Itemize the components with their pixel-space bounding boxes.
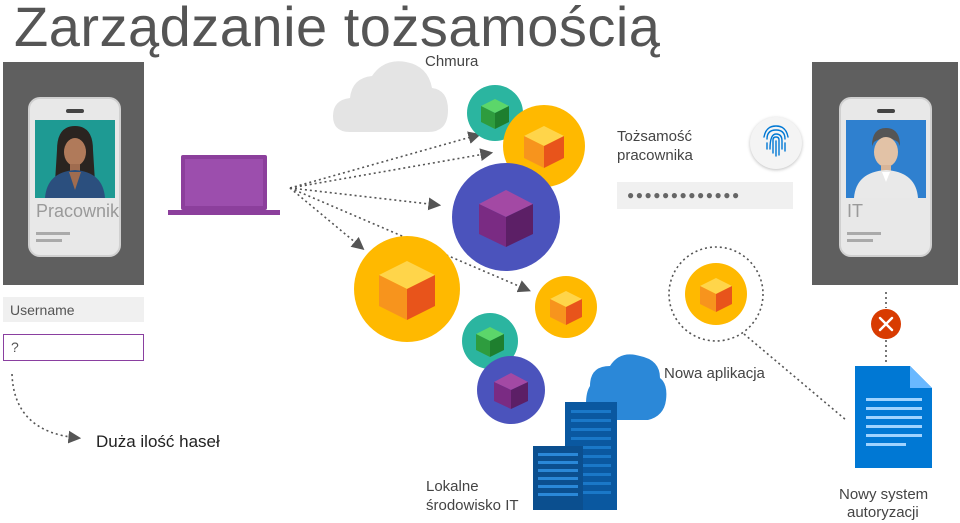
cloud-icon bbox=[333, 61, 448, 132]
it-avatar bbox=[846, 120, 926, 198]
phone-text-line bbox=[847, 239, 873, 242]
document-icon bbox=[855, 366, 932, 468]
cloud-label: Chmura bbox=[425, 53, 479, 70]
phone-speaker bbox=[65, 109, 84, 113]
auth-system-line2: autoryzacji bbox=[847, 504, 919, 521]
many-passwords-label: Duża ilość haseł bbox=[96, 432, 220, 451]
password-field[interactable]: ? bbox=[3, 334, 144, 361]
fingerprint-icon bbox=[763, 125, 789, 157]
reject-icon bbox=[871, 309, 901, 339]
fingerprint-button[interactable] bbox=[750, 117, 802, 169]
identity-password-field[interactable]: ●●●●●●●●●●●●● bbox=[617, 182, 793, 209]
new-app-cube-icon bbox=[700, 278, 732, 312]
employee-avatar bbox=[35, 120, 115, 198]
employee-role-label: Pracownik bbox=[36, 201, 120, 221]
laptop-icon bbox=[168, 155, 280, 215]
it-phone: IT bbox=[839, 97, 932, 257]
username-field[interactable]: Username bbox=[3, 297, 144, 322]
app-auth-connection bbox=[743, 333, 847, 421]
identity-label-line1: Tożsamość bbox=[617, 128, 693, 145]
onprem-label-line2: środowisko IT bbox=[426, 497, 519, 514]
app-connection-arrows bbox=[289, 131, 531, 293]
app-cube-icon bbox=[379, 99, 582, 409]
it-role-label: IT bbox=[847, 201, 863, 221]
new-app-label: Nowa aplikacja bbox=[664, 365, 765, 382]
auth-system-line1: Nowy system bbox=[839, 486, 929, 503]
phone-speaker bbox=[876, 109, 895, 113]
employee-phone: Pracownik bbox=[28, 97, 121, 257]
employee-phone-panel: Pracownik bbox=[3, 62, 144, 285]
phone-text-line bbox=[36, 239, 62, 242]
identity-label-line2: pracownika bbox=[617, 147, 693, 164]
phone-text-line bbox=[36, 232, 70, 235]
page-title: Zarządzanie tożsamością bbox=[14, 0, 661, 58]
phone-text-line bbox=[847, 232, 881, 235]
password-arrow bbox=[11, 373, 82, 444]
onprem-label-line1: Lokalne bbox=[426, 478, 479, 495]
it-phone-panel: IT bbox=[812, 62, 958, 285]
on-premises-building-icon bbox=[533, 354, 667, 510]
new-app-highlight bbox=[668, 246, 764, 342]
